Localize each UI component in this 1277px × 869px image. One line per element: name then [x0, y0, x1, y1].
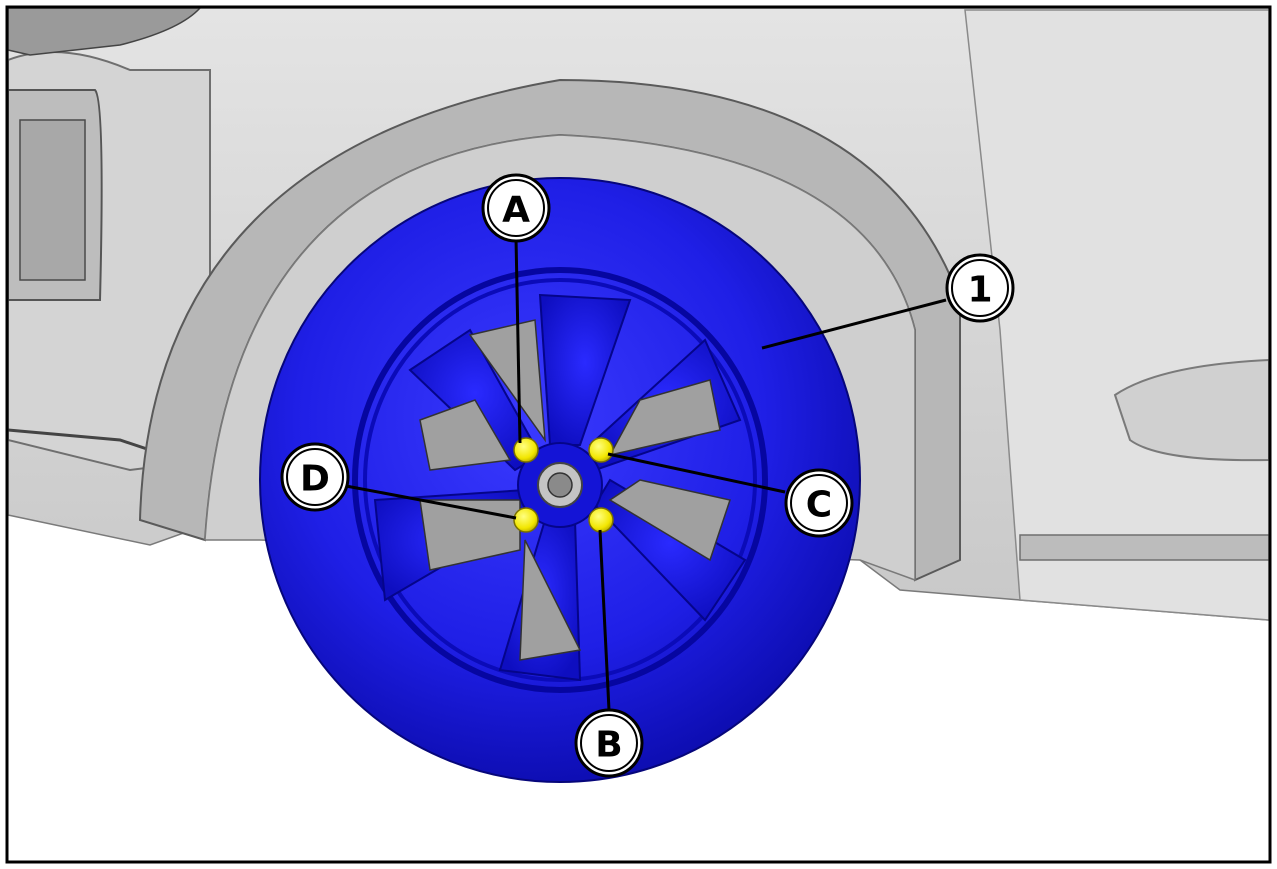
callout-d: D — [280, 442, 350, 512]
leader-line-b — [598, 529, 611, 711]
callout-a: A — [481, 173, 551, 243]
wheel-rim — [363, 278, 757, 682]
callout-b: B — [574, 708, 644, 778]
callout-label-b: B — [595, 725, 622, 766]
lug-nut-bottom-left — [513, 507, 539, 533]
figure-frame — [5, 5, 1272, 864]
callouts: A B C D 1 — [280, 173, 1015, 778]
lug-nuts — [513, 437, 614, 533]
lug-nut-bottom-right — [588, 507, 614, 533]
callout-label-c: C — [806, 485, 832, 526]
callout-label-a: A — [502, 190, 530, 231]
leader-line-d — [345, 484, 517, 520]
callout-1: 1 — [945, 253, 1015, 323]
callout-c: C — [784, 468, 854, 538]
leader-line-1 — [761, 298, 947, 350]
leader-line-c — [607, 452, 786, 494]
lug-nut-top-right — [588, 437, 614, 463]
lug-nut-top — [513, 437, 539, 463]
leader-lines — [345, 237, 947, 711]
callout-label-d: D — [300, 459, 330, 500]
leader-line-a — [514, 237, 522, 444]
callout-label-1: 1 — [967, 270, 992, 311]
